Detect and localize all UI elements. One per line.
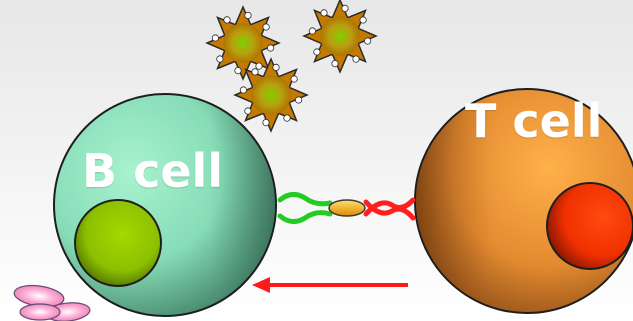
b-cell-nucleus — [74, 199, 162, 287]
b-cell-label: B cell — [82, 144, 224, 198]
peptide — [328, 199, 366, 217]
antigen-1-notch — [255, 62, 263, 70]
b-cell-shading — [55, 95, 275, 315]
antigen-3-notch — [262, 119, 270, 127]
antigen-group — [205, 0, 378, 133]
t-cell-nucleus — [546, 182, 633, 270]
antigen-1-notch — [266, 44, 275, 52]
antigen-2-notch — [359, 16, 367, 24]
antigen-3-notch — [239, 86, 247, 94]
t-cell-label: T cell — [465, 94, 603, 148]
signal-arrow — [252, 277, 408, 293]
antigen-3-notch — [251, 68, 259, 76]
antigen-2-notch — [308, 27, 316, 35]
antigen-3-notch — [272, 63, 280, 72]
antigen-2-notch — [352, 55, 360, 63]
antigen-2-core — [320, 16, 360, 56]
antigen-2-notch — [341, 4, 349, 12]
antigen-2 — [302, 0, 378, 74]
antigen-2-notch — [363, 37, 372, 45]
antigen-1-core — [223, 23, 263, 63]
antigen-3-notch — [283, 114, 291, 122]
antigen-1-notch — [211, 34, 219, 42]
antigen-3 — [233, 57, 309, 133]
antigen-1-notch — [234, 67, 242, 75]
cytokine-3 — [19, 303, 61, 321]
b-cell — [53, 93, 277, 317]
antigen-3-notch — [290, 75, 298, 83]
antigen-2-notch — [320, 9, 328, 17]
receptor-complex — [277, 192, 416, 224]
antigen-3-notch — [244, 107, 252, 115]
t-cell — [414, 88, 633, 314]
antigen-2-notch — [313, 48, 321, 56]
b-cell-receptor-lower — [277, 210, 333, 224]
antigen-1-notch — [262, 23, 270, 31]
b-cell-receptor-upper — [277, 192, 333, 207]
antigen-3-notch — [294, 96, 303, 104]
cytokines — [13, 284, 91, 321]
antigen-1-notch — [244, 11, 252, 19]
t-cell-receptor-lower — [363, 199, 416, 221]
antigen-1-notch — [216, 55, 224, 63]
antigen-1 — [205, 5, 281, 81]
antigen-1-notch — [223, 16, 231, 24]
antigen-3-core — [251, 75, 291, 115]
antigen-2-notch — [331, 59, 339, 68]
